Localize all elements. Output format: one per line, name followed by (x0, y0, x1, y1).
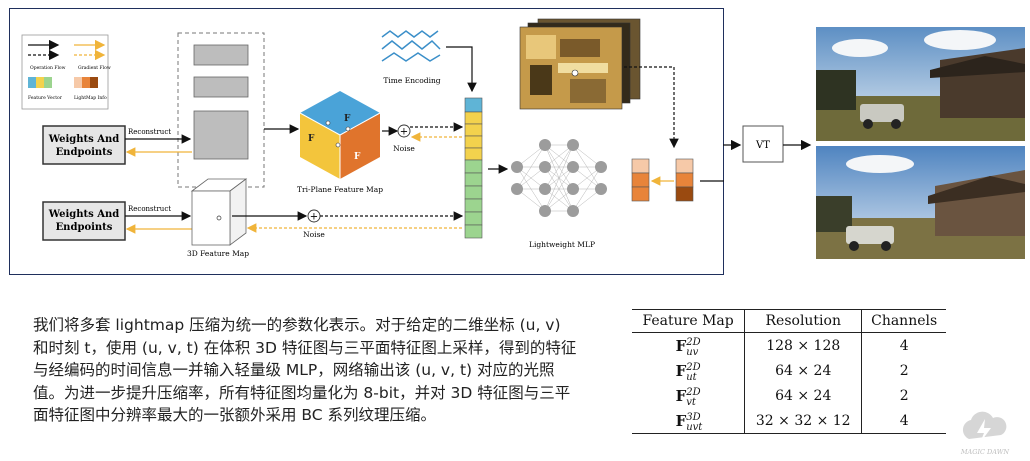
feature-3d-label: 3D Feature Map (187, 249, 249, 258)
output-vector-right (675, 158, 694, 202)
architecture-diagram: Operation Flow Gradient Flow Feature Vec… (9, 8, 724, 275)
header-feature-map: Feature Map (632, 309, 746, 333)
header-channels: Channels (861, 309, 946, 333)
render-image-bottom (816, 146, 1025, 259)
weights-label-line1: Weights And (48, 134, 120, 145)
render-image-top (816, 27, 1025, 141)
magic-dawn-logo: MAGIC DAWN (955, 405, 1015, 457)
output-vector-left (631, 158, 650, 202)
feature-3d-cube (190, 178, 248, 246)
time-encoding-label: Time Encoding (383, 76, 440, 85)
weights-label-line1: Weights And (48, 209, 120, 220)
weights-box-bottom: Weights And Endpoints (42, 201, 126, 241)
resolution-cell: 128 × 128 (744, 332, 863, 358)
plane-symbol-1: F (308, 134, 315, 144)
legend-feature-vector: Feature Vector (28, 95, 63, 101)
logo-text: MAGIC DAWN (960, 448, 1009, 456)
legend-gradient-flow: Gradient Flow (78, 65, 111, 71)
svg-text:+: + (310, 212, 318, 223)
mlp-label: Lightweight MLP (529, 240, 595, 249)
weights-label-line2: Endpoints (56, 147, 113, 158)
channels-cell: 2 (899, 387, 909, 404)
reconstruct-label-top: Reconstruct (128, 128, 171, 136)
plane-symbol-3: F (354, 152, 361, 162)
tri-plane-cube: F F F (299, 91, 381, 179)
channels-cell: 4 (861, 408, 946, 434)
lightmap-stack (519, 18, 641, 110)
feature-plane-group (177, 32, 265, 188)
plane-symbol-2: F (344, 114, 351, 124)
channels-cell: 4 (899, 337, 909, 354)
diagram-canvas: Operation Flow Gradient Flow Feature Vec… (21, 18, 724, 258)
feature-vector (464, 97, 483, 239)
weights-box-top: Weights And Endpoints (42, 125, 126, 165)
vt-label: VT (755, 140, 770, 151)
mlp-nodes (511, 139, 607, 217)
vt-box (742, 125, 784, 163)
resolution-cell: 32 × 32 × 12 (744, 408, 863, 434)
time-encoding-waves (381, 30, 441, 62)
header-resolution: Resolution (744, 309, 863, 333)
svg-text:+: + (400, 127, 408, 138)
noise-label-bottom: Noise (303, 230, 325, 239)
table-header-row: Feature Map Resolution Channels (632, 309, 946, 333)
resolution-cell: 64 × 24 (744, 383, 863, 408)
legend: Operation Flow Gradient Flow Feature Vec… (21, 34, 111, 110)
description-text: 我们将多套 lightmap 压缩为统一的参数化表示。对于给定的二维坐标 (u,… (33, 316, 577, 424)
reconstruct-label-bottom: Reconstruct (128, 205, 171, 213)
cloud-bolt-icon: MAGIC DAWN (960, 411, 1009, 456)
legend-operation-flow: Operation Flow (30, 65, 66, 71)
channels-cell: 2 (899, 362, 909, 379)
weights-label-line2: Endpoints (56, 222, 113, 233)
legend-lightmap-info: LightMap Info (74, 95, 107, 101)
noise-label-top: Noise (393, 144, 415, 153)
output-section: VT (723, 27, 1025, 259)
resolution-cell: 64 × 24 (744, 358, 863, 383)
tri-plane-label: Tri-Plane Feature Map (297, 185, 383, 194)
